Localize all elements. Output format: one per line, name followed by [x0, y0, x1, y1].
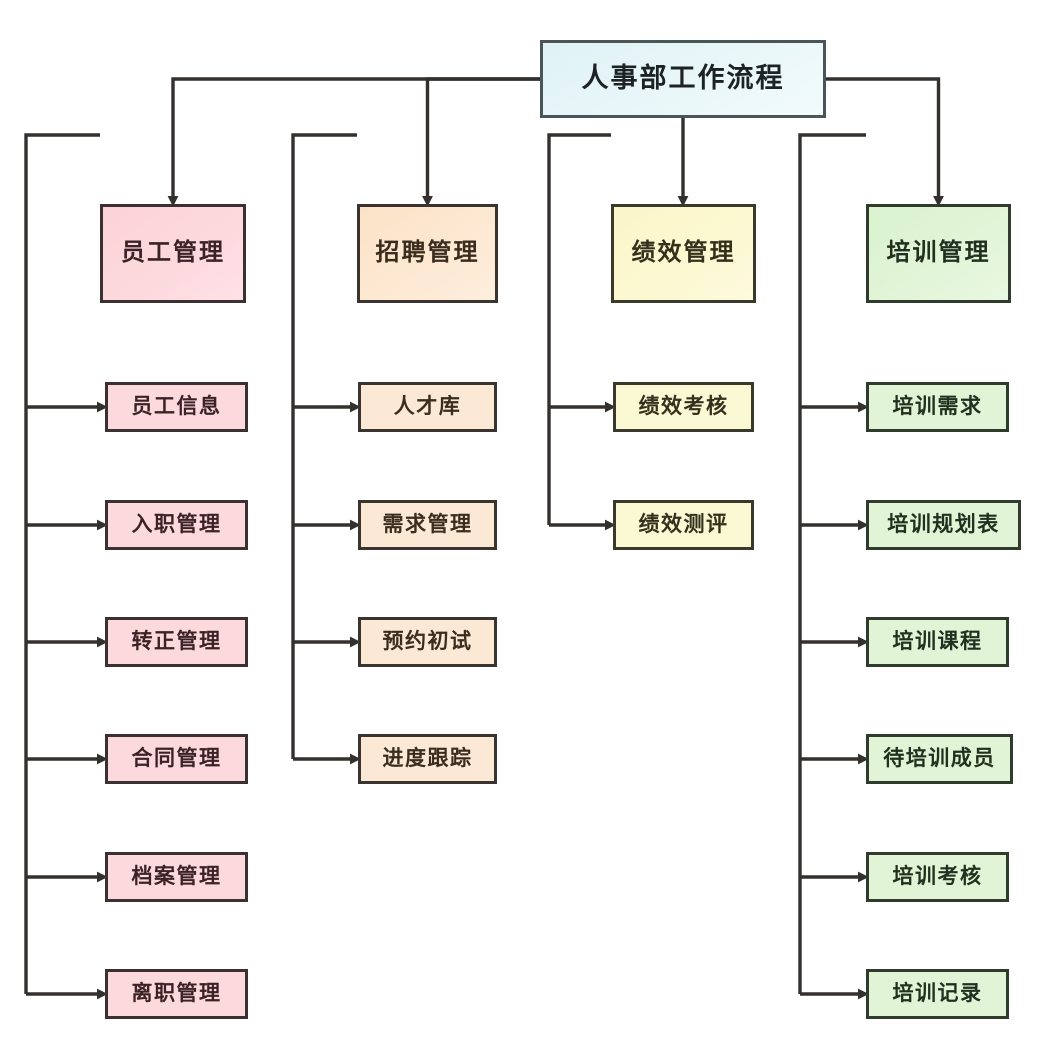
item-node-employee-5[interactable]: 档案管理 [105, 852, 248, 902]
item-node-employee-4[interactable]: 合同管理 [105, 734, 248, 784]
category-node-employee[interactable]: 员工管理 [100, 204, 246, 303]
item-node-training-6[interactable]: 培训记录 [866, 969, 1009, 1019]
item-node-training-5[interactable]: 培训考核 [866, 852, 1009, 902]
category-node-recruitment[interactable]: 招聘管理 [357, 204, 498, 303]
category-node-training[interactable]: 培训管理 [866, 204, 1011, 303]
item-node-training-3[interactable]: 培训课程 [866, 617, 1009, 667]
connector [167, 77, 540, 207]
item-node-performance-2[interactable]: 绩效测评 [613, 500, 754, 550]
item-node-employee-6[interactable]: 离职管理 [105, 969, 248, 1019]
item-node-training-4[interactable]: 待培训成员 [866, 734, 1013, 784]
item-node-employee-3[interactable]: 转正管理 [105, 617, 248, 667]
connector [798, 133, 866, 994]
connector [547, 133, 611, 525]
item-node-recruitment-3[interactable]: 预约初试 [358, 617, 497, 667]
connector [24, 133, 100, 994]
item-node-performance-1[interactable]: 绩效考核 [613, 382, 754, 432]
item-node-training-2[interactable]: 培训规划表 [866, 500, 1021, 550]
item-node-recruitment-2[interactable]: 需求管理 [358, 500, 497, 550]
item-node-recruitment-1[interactable]: 人才库 [358, 382, 497, 432]
connector [422, 77, 540, 207]
root-node[interactable]: 人事部工作流程 [540, 40, 826, 118]
connector [291, 133, 357, 759]
item-node-employee-2[interactable]: 入职管理 [105, 500, 248, 550]
category-node-performance[interactable]: 绩效管理 [611, 204, 756, 303]
item-node-employee-1[interactable]: 员工信息 [105, 382, 248, 432]
item-node-training-1[interactable]: 培训需求 [866, 382, 1009, 432]
connector [826, 77, 944, 207]
item-node-recruitment-4[interactable]: 进度跟踪 [358, 734, 497, 784]
